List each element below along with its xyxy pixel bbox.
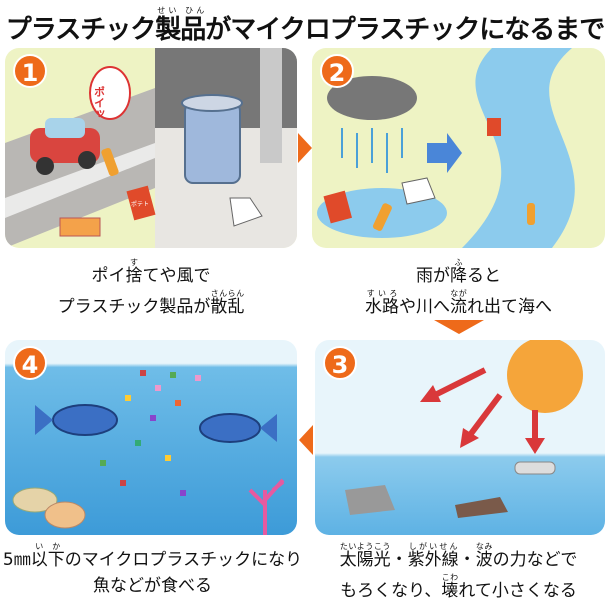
- caption-step-4: 5㎜以下いかのマイクロプラスチックになり 魚などが食べる: [2, 542, 303, 596]
- bottle-icon: [527, 203, 535, 225]
- snack-bag-icon: [487, 118, 501, 136]
- sfx-text: ポイッ: [93, 85, 106, 119]
- coral-icon: [248, 478, 285, 535]
- cloud-icon: [327, 76, 417, 120]
- sun-icon: [507, 340, 583, 413]
- arrow-right-icon: [427, 133, 462, 173]
- step-badge: 4: [13, 346, 47, 380]
- step-badge: 2: [320, 54, 354, 88]
- panel-2-rain: 2: [312, 48, 605, 248]
- shell-icon: [12, 487, 58, 513]
- arrow-right-icon: [298, 133, 312, 163]
- uv-arrows: [420, 367, 545, 454]
- microplastic-particles: [100, 370, 201, 496]
- panel-1-litter: 1 ポイッ ポテト: [5, 48, 297, 248]
- car-icon: [30, 118, 100, 175]
- trash-can-icon: [181, 94, 243, 184]
- arrow-left-icon: [299, 425, 313, 455]
- caption-step-2: 雨が降ふると 水路すいろや川へ流ながれ出て海へ: [365, 258, 552, 317]
- step-badge: 1: [13, 54, 47, 88]
- caption-step-1: ポイ捨すてや風で プラスチック製品が散乱さんらん: [57, 258, 245, 317]
- microplastic-fish-illustration: [12, 370, 285, 535]
- sun-weathering-illustration: [345, 340, 583, 518]
- bag-label: ポテト: [131, 200, 149, 208]
- fish-icon: [199, 413, 277, 443]
- panel-4-fish: 4: [5, 340, 297, 535]
- step-badge: 3: [323, 346, 357, 380]
- panel-3-sun-waves: 3: [315, 340, 605, 535]
- plastic-bag-icon: [229, 197, 263, 227]
- food-tray-icon: [59, 217, 101, 237]
- title-text: プラスチック: [5, 15, 156, 45]
- snack-bag-icon: [323, 190, 352, 224]
- caption-step-3: 太陽光たいようこう・紫外線しがいせん・波なみの力などで もろくなり、壊こわれて小…: [339, 542, 578, 601]
- broken-plastic-icon: [455, 497, 508, 518]
- plastic-bag-icon: [345, 485, 395, 515]
- bottle-icon: [101, 147, 119, 177]
- title-ruby: 製品せい ひん: [155, 6, 206, 45]
- arrow-down-icon: [434, 320, 484, 334]
- snack-bag-icon: ポテト: [126, 185, 156, 221]
- page-title: プラスチック製品せい ひんがマイクロプラスチックになるまで: [0, 6, 610, 46]
- bottle-icon: [514, 461, 556, 475]
- shell-icon: [44, 501, 86, 529]
- rain-river-illustration: [317, 48, 575, 248]
- fish-icon: [35, 404, 118, 436]
- bottle-icon: [372, 203, 392, 231]
- speech-bubble: [89, 66, 131, 120]
- title-text: がマイクロプラスチックになるまで: [205, 15, 605, 45]
- plastic-bag-icon: [401, 177, 436, 205]
- litter-illustration: ポイッ ポテト: [5, 48, 297, 248]
